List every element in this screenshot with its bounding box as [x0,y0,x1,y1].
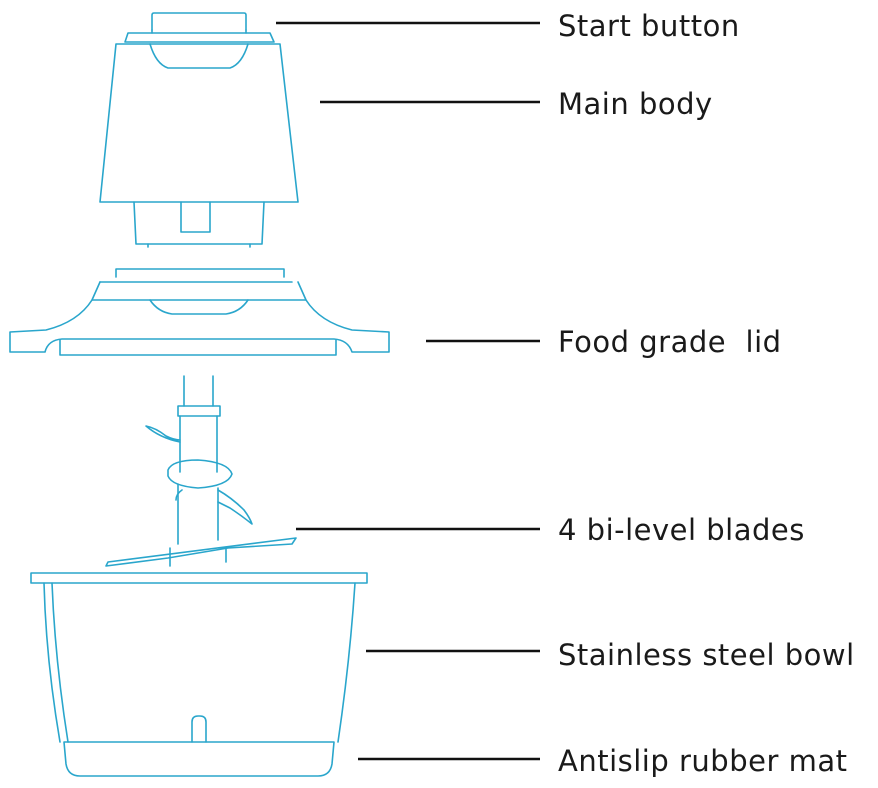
mat-label: Antislip rubber mat [558,744,848,778]
bowl-label: Stainless steel bowl [558,638,855,672]
start-button-part [124,12,275,43]
main-body-label: Main body [558,87,713,121]
blades-label: 4 bi-level blades [558,513,805,547]
start-button-label: Start button [558,9,740,43]
lid-part [9,268,390,356]
lid-label: Food grade lid [558,325,782,359]
rubber-mat-part [63,741,335,777]
bowl-part [30,572,368,743]
main-body-part [99,43,299,248]
blades-part [105,375,297,567]
